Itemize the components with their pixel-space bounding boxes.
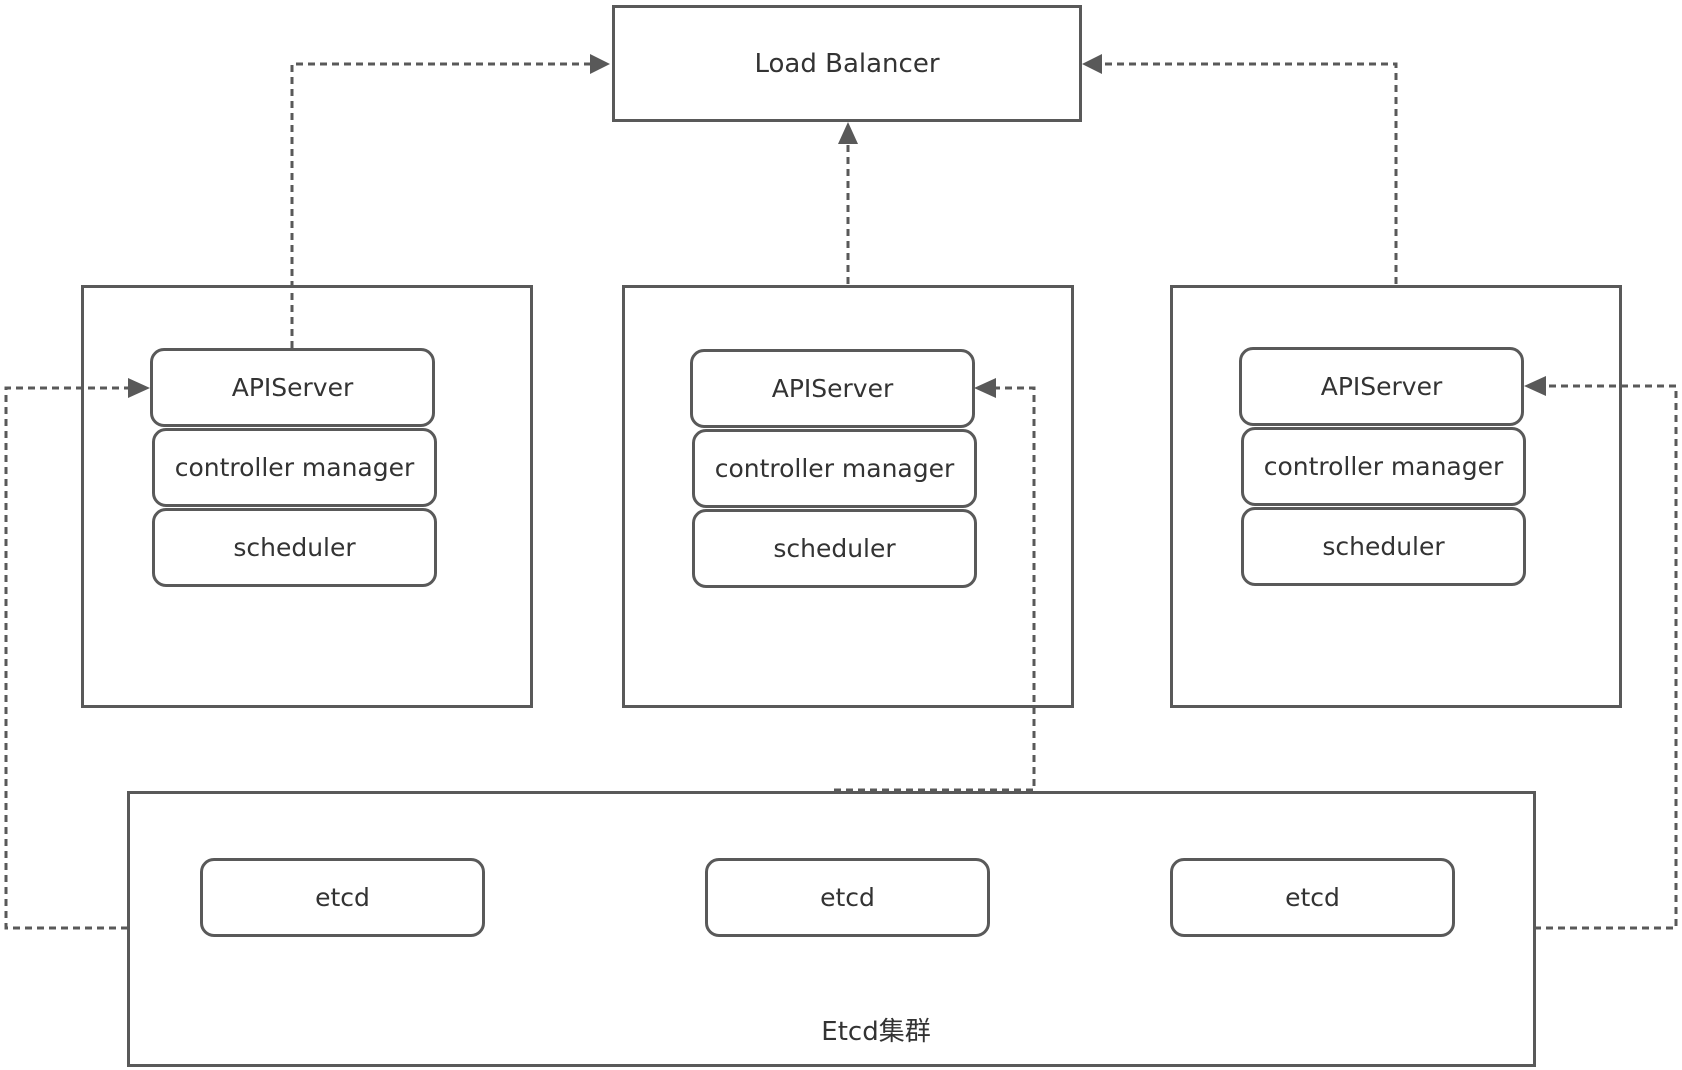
- etcd-label: etcd: [1285, 883, 1340, 912]
- controller-manager-label: controller manager: [714, 454, 955, 483]
- etcd-node: etcd: [705, 858, 990, 937]
- arrowhead-icon: [128, 378, 150, 398]
- load-balancer-box: Load Balancer: [612, 5, 1082, 122]
- apiserver-label: APIServer: [231, 373, 354, 402]
- apiserver-box: APIServer: [1239, 347, 1524, 426]
- apiserver-label: APIServer: [771, 374, 894, 403]
- arrowhead-icon: [590, 54, 610, 74]
- etcd-label: etcd: [315, 883, 370, 912]
- load-balancer-label: Load Balancer: [754, 48, 940, 79]
- master-node-3: [1170, 285, 1622, 708]
- apiserver-box: APIServer: [690, 349, 975, 428]
- etcd-node: etcd: [1170, 858, 1455, 937]
- connector-etcd-to-master3: [1534, 384, 1678, 930]
- arrowhead-icon: [974, 378, 996, 398]
- scheduler-label: scheduler: [233, 533, 356, 562]
- master-node-2: [622, 285, 1074, 708]
- connector-master3-to-load-balancer: [1094, 62, 1398, 284]
- etcd-label: etcd: [820, 883, 875, 912]
- arrowhead-icon: [1082, 54, 1102, 74]
- etcd-cluster-box: [127, 791, 1536, 1067]
- etcd-cluster-label: Etcd集群: [821, 1017, 931, 1047]
- controller-manager-box: controller manager: [152, 428, 437, 507]
- scheduler-box: scheduler: [152, 508, 437, 587]
- apiserver-box: APIServer: [150, 348, 435, 427]
- connector-etcd-to-master2: [834, 386, 1036, 792]
- controller-manager-label: controller manager: [174, 453, 415, 482]
- controller-manager-label: controller manager: [1263, 452, 1504, 481]
- etcd-node: etcd: [200, 858, 485, 937]
- controller-manager-box: controller manager: [692, 429, 977, 508]
- arrowhead-icon: [838, 122, 858, 144]
- scheduler-label: scheduler: [773, 534, 896, 563]
- connector-etcd-to-master1: [4, 386, 138, 930]
- master-node-1: [81, 285, 533, 708]
- controller-manager-box: controller manager: [1241, 427, 1526, 506]
- scheduler-box: scheduler: [1241, 507, 1526, 586]
- scheduler-label: scheduler: [1322, 532, 1445, 561]
- arrowhead-icon: [1524, 376, 1546, 396]
- apiserver-label: APIServer: [1320, 372, 1443, 401]
- scheduler-box: scheduler: [692, 509, 977, 588]
